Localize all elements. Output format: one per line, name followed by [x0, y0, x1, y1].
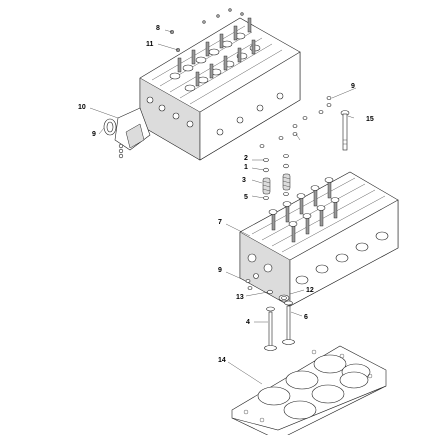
- callout-10: 10: [78, 104, 86, 111]
- callout-5: 5: [244, 194, 248, 201]
- callout-9-upper-right: 9: [351, 83, 355, 90]
- callout-6: 6: [304, 314, 308, 321]
- callout-4: 4: [246, 319, 250, 326]
- callout-12: 12: [306, 287, 314, 294]
- callout-3: 3: [242, 177, 246, 184]
- callout-14: 14: [218, 357, 226, 364]
- callout-15: 15: [366, 116, 374, 123]
- small-washers-right: [259, 96, 332, 148]
- callout-9-left: 9: [92, 131, 96, 138]
- valve-spring-parts: [251, 154, 291, 200]
- callout-11: 11: [146, 41, 154, 48]
- callout-9-lower: 9: [218, 267, 222, 274]
- seal-ring-left: [103, 118, 117, 136]
- long-bolt: [340, 110, 355, 151]
- callout-1: 1: [244, 164, 248, 171]
- callout-8: 8: [156, 25, 160, 32]
- head-small-parts: [245, 279, 305, 302]
- callout-2: 2: [244, 155, 248, 162]
- cylinder-head-assembly: [239, 171, 399, 307]
- head-gasket: [227, 345, 387, 435]
- camshaft-carrier-assembly: [114, 17, 301, 161]
- valves: [254, 300, 303, 351]
- callout-13: 13: [236, 294, 244, 301]
- top-bolts: [157, 8, 244, 53]
- leader-lines: [89, 87, 357, 281]
- small-washers-left: [118, 143, 124, 159]
- callout-7: 7: [218, 219, 222, 226]
